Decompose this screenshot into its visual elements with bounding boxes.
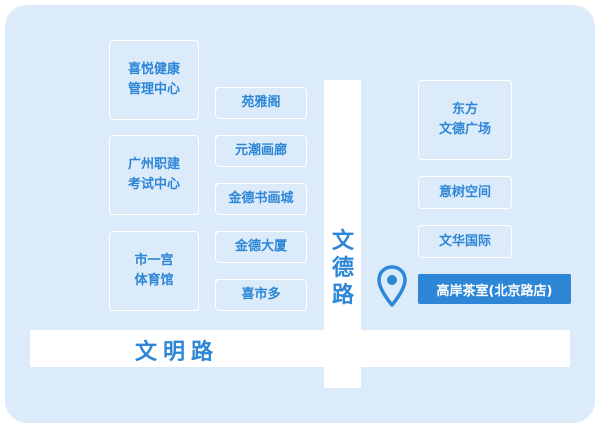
road-wenming xyxy=(30,330,570,367)
block-yishu-space: 意树空间 xyxy=(418,176,512,209)
block-shiyigong-stadium: 市一宫 体育馆 xyxy=(109,231,199,311)
block-wenhua-international: 文华国际 xyxy=(418,225,512,258)
road-label-wende: 文德路 xyxy=(331,229,354,308)
block-yuanchao-gallery: 元潮画廊 xyxy=(215,135,307,167)
block-yuanya-pavilion: 苑雅阁 xyxy=(215,87,307,119)
block-guangzhou-exam-center: 广州职建 考试中心 xyxy=(109,135,199,215)
block-xiyue-health-center: 喜悦健康 管理中心 xyxy=(109,40,199,120)
block-jinde-painting-city: 金德书画城 xyxy=(215,183,307,215)
location-pin-icon[interactable] xyxy=(377,265,407,307)
road-label-wenming: 文明路 xyxy=(135,340,220,365)
block-dongfang-wende-plaza: 东方 文德广场 xyxy=(418,80,512,160)
block-xishiduo: 喜市多 xyxy=(215,279,307,311)
store-label[interactable]: 高岸茶室(北京路店) xyxy=(418,274,571,304)
block-jinde-building: 金德大厦 xyxy=(215,231,307,263)
